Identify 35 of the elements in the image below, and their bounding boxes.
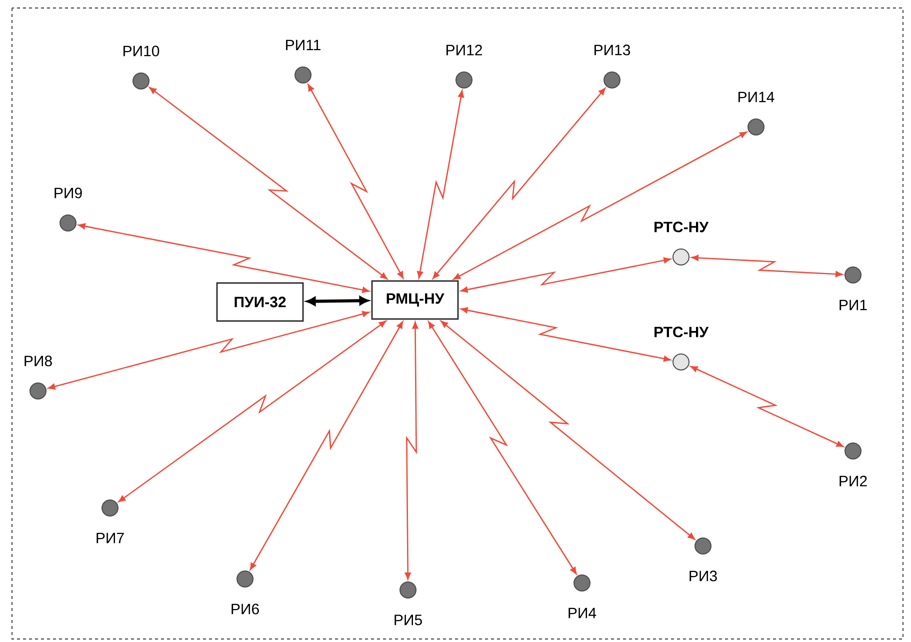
- station-label: РИ12: [446, 44, 482, 56]
- station-label: РИ7: [96, 532, 124, 544]
- link-arrow: [308, 84, 404, 279]
- station-label: РТС-НУ: [654, 326, 709, 338]
- link-arrow: [691, 254, 843, 278]
- station-label: РИ11: [286, 40, 320, 50]
- link-arrow: [149, 87, 388, 280]
- station-label: РТС-НУ: [654, 222, 709, 232]
- station-label: РИ8: [24, 356, 52, 366]
- link-arrow: [460, 307, 671, 362]
- link-arrow: [404, 322, 418, 580]
- device-box: РМЦ-НУ: [371, 280, 459, 320]
- link-arrow: [453, 132, 747, 280]
- station-label: РИ4: [568, 608, 596, 618]
- link-arrow: [428, 321, 577, 574]
- link-arrow: [118, 320, 386, 502]
- link-arrow: [78, 223, 370, 293]
- link-arrow: [48, 310, 370, 390]
- station-label: РИ5: [394, 614, 422, 626]
- station-label: РИ3: [690, 570, 717, 582]
- link-arrow: [306, 296, 368, 306]
- device-box: ПУИ-32: [216, 282, 304, 322]
- link-arrow: [417, 90, 464, 278]
- station-label: РИ14: [738, 92, 774, 102]
- link-arrow: [432, 88, 606, 279]
- station-label: РИ10: [124, 46, 160, 56]
- link-arrow: [250, 321, 404, 570]
- link-arrow: [440, 320, 696, 540]
- station-label: РИ1: [840, 300, 867, 310]
- station-label: РИ9: [54, 188, 82, 198]
- link-arrow: [460, 257, 671, 293]
- link-arrow: [690, 366, 844, 448]
- station-label: РИ6: [232, 604, 259, 614]
- station-label: РИ2: [840, 476, 867, 486]
- station-label: РИ13: [594, 44, 630, 56]
